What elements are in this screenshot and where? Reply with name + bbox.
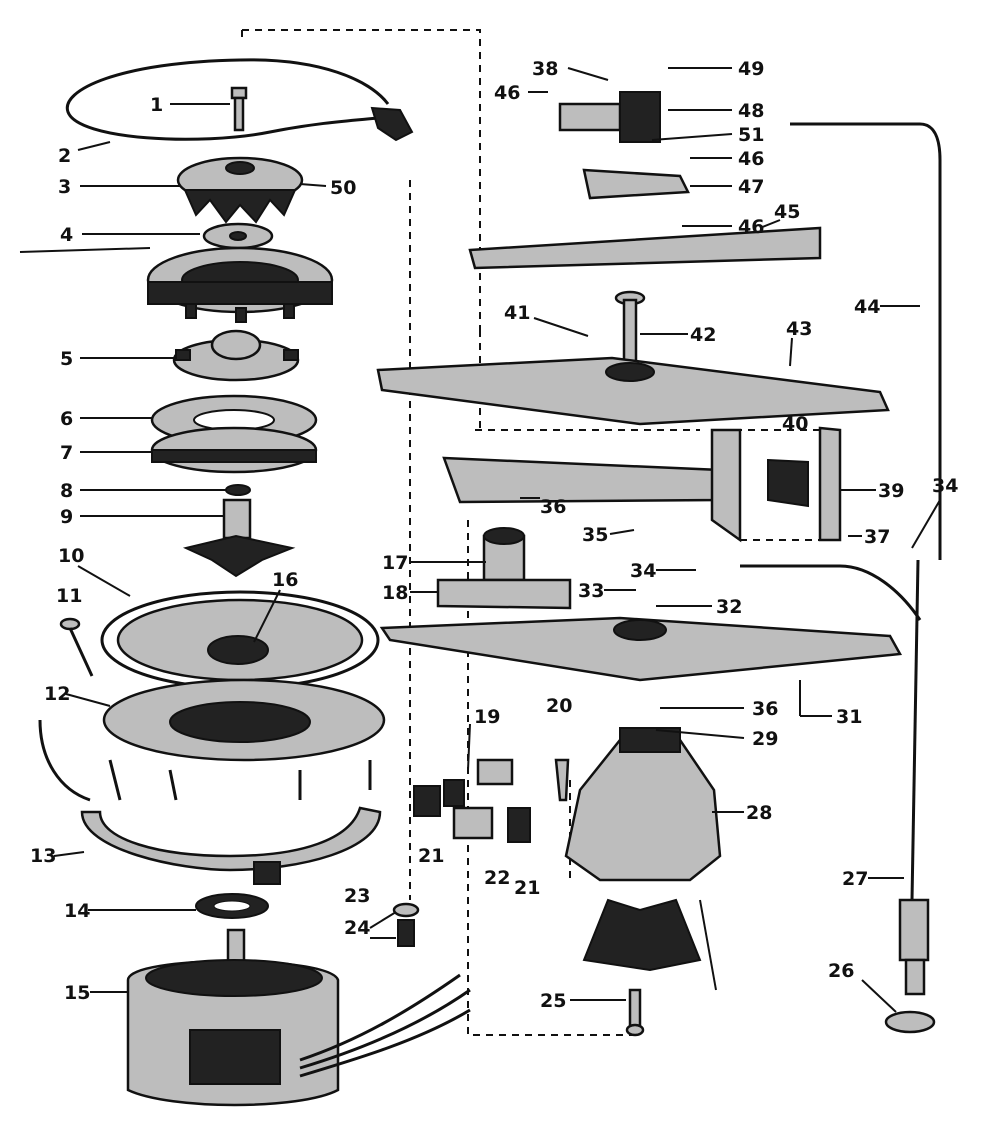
callout-16: 16 [272, 569, 298, 591]
plate-part-18 [436, 578, 572, 610]
callout-46b: 46 [738, 148, 764, 170]
impeller-part-9 [182, 498, 296, 578]
plate-part-47 [582, 168, 690, 200]
callout-46c: 46 [738, 216, 764, 238]
right-assembly [790, 122, 942, 1034]
center-assembly [376, 91, 922, 1037]
callout-9: 9 [60, 506, 73, 528]
clips-parts-19-21-22 [413, 758, 531, 843]
callout-41: 41 [504, 302, 530, 324]
tube-connector [740, 564, 922, 621]
callout-36a: 36 [540, 496, 566, 518]
callout-2: 2 [58, 145, 71, 167]
screw-part-11 [59, 617, 94, 677]
callout-14: 14 [64, 900, 90, 922]
callout-12: 12 [44, 683, 70, 705]
callout-17: 17 [382, 552, 408, 574]
callout-38: 38 [532, 58, 558, 80]
callout-22: 22 [484, 867, 510, 889]
callout-24: 24 [344, 917, 370, 939]
callout-10: 10 [58, 545, 84, 567]
callout-39: 39 [878, 480, 904, 502]
callout-47: 47 [738, 176, 764, 198]
callout-35: 35 [582, 524, 608, 546]
callout-25: 25 [540, 990, 566, 1012]
callout-11: 11 [56, 585, 82, 607]
washer-part-8 [225, 484, 251, 496]
callout-26: 26 [828, 960, 854, 982]
lower-spray-arm-part-31 [379, 616, 903, 682]
filter-housing-part-28 [564, 727, 722, 972]
callout-34b: 34 [630, 560, 656, 582]
bracket-part-17 [482, 527, 526, 582]
callout-42: 42 [690, 324, 716, 346]
support-arm-part-45 [468, 226, 822, 270]
callout-40: 40 [782, 413, 808, 435]
callout-6: 6 [60, 408, 73, 430]
water-tube-part-36 [442, 426, 842, 543]
plate-part-7 [150, 426, 318, 474]
callout-3: 3 [58, 176, 71, 198]
callout-44: 44 [854, 296, 880, 318]
callout-21b: 21 [514, 877, 540, 899]
seal-ring-part-10 [100, 590, 380, 690]
callout-27: 27 [842, 868, 868, 890]
callout-33: 33 [578, 580, 604, 602]
screw-part-20 [554, 758, 570, 802]
callout-29: 29 [752, 728, 778, 750]
callout-1: 1 [150, 94, 163, 116]
callout-34a: 34 [932, 475, 958, 497]
heating-element-part-2 [65, 58, 414, 142]
pump-base-part-12 [38, 678, 386, 802]
callout-7: 7 [60, 442, 73, 464]
callout-46a: 46 [494, 82, 520, 104]
assembly-dashed-lines [241, 29, 830, 1036]
supply-tube-part-27 [898, 559, 930, 996]
callout-37: 37 [864, 526, 890, 548]
supply-tube-part-44 [790, 122, 942, 560]
callout-19: 19 [474, 706, 500, 728]
callout-45: 45 [774, 201, 800, 223]
nut-parts-23-24 [392, 902, 420, 947]
upper-housing [146, 246, 334, 323]
bolt-part-1 [230, 86, 248, 132]
callout-20: 20 [546, 695, 572, 717]
upper-spray-arm-part-43 [376, 356, 890, 426]
seal-part-14 [195, 893, 269, 919]
callout-23: 23 [344, 885, 370, 907]
hub-part-48 [558, 91, 661, 143]
cap-part-26 [884, 1010, 936, 1034]
impeller-plate-part-3 [176, 156, 304, 224]
callout-28: 28 [746, 802, 772, 824]
callout-5: 5 [60, 348, 73, 370]
callout-31: 31 [836, 706, 862, 728]
callout-50: 50 [330, 177, 356, 199]
left-assembly [38, 58, 471, 1107]
gear-part-4 [202, 222, 274, 250]
callout-51: 51 [738, 124, 764, 146]
callout-13: 13 [30, 845, 56, 867]
support-ring-part-13 [80, 806, 382, 885]
callout-32: 32 [716, 596, 742, 618]
callout-8: 8 [60, 480, 73, 502]
motor-part-15 [126, 928, 471, 1107]
shaft-part-42 [614, 290, 646, 366]
callout-48: 48 [738, 100, 764, 122]
callout-4: 4 [60, 224, 73, 246]
callout-18: 18 [382, 582, 408, 604]
callout-36b: 36 [752, 698, 778, 720]
leader-lines [19, 67, 941, 1013]
callout-15: 15 [64, 982, 90, 1004]
callout-labels: 1 2 3 50 4 5 6 7 8 9 10 11 16 12 13 14 1… [30, 58, 958, 1012]
callout-21a: 21 [418, 845, 444, 867]
callout-43: 43 [786, 318, 812, 340]
bolt-part-25 [625, 988, 645, 1037]
callout-49: 49 [738, 58, 764, 80]
pump-cover-part-5 [172, 329, 300, 382]
